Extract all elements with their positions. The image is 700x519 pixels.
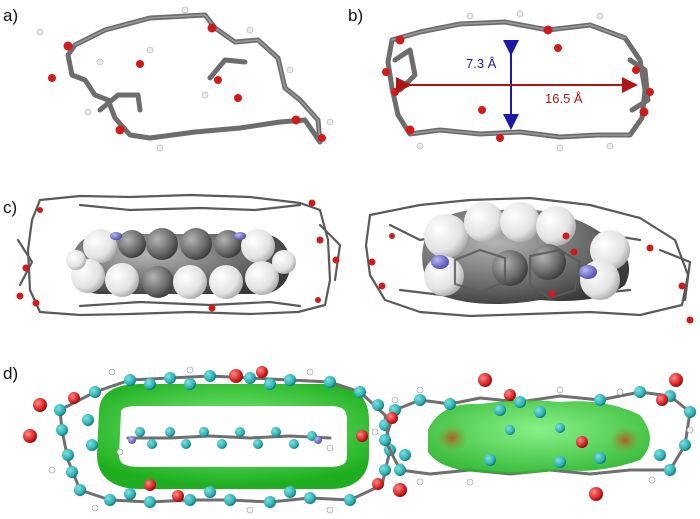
- nci-surface-ring: [97, 384, 369, 489]
- panel-a-open-macrocycle: [36, 6, 334, 152]
- nci-surface-blob: [428, 400, 650, 474]
- panel-b-closed-macrocycle: 7.3 Å 16.5 Å: [382, 10, 654, 152]
- panel-d-label: d): [3, 364, 18, 383]
- panel-d-right-carbons: [379, 386, 696, 476]
- panel-c-left-guest-spacefill: [66, 228, 296, 299]
- panel-c-left-complex: [16, 193, 342, 317]
- panel-c-left-oxygens: [16, 199, 340, 312]
- panel-b-hydrogens: [416, 10, 614, 152]
- panel-b-oxygens: [382, 25, 654, 142]
- panel-c-right-complex: [364, 196, 694, 324]
- panel-c-right-guest-spacefill: [422, 202, 630, 304]
- panel-c-right-oxygens: [368, 232, 694, 324]
- panel-d-left-complex: [23, 366, 404, 514]
- panel-d-left-guest: [128, 427, 322, 449]
- width-dimension-label: 16.5 Å: [545, 91, 583, 106]
- nci-hotspot-right: [609, 426, 641, 454]
- panel-a-label: a): [3, 6, 18, 25]
- panel-d-right-hydrogens: [371, 386, 694, 486]
- panel-a-oxygens: [48, 23, 326, 142]
- panel-b-label: b): [348, 6, 363, 25]
- panel-d-left-frame-carbons: [54, 370, 396, 508]
- nci-hotspot-left: [436, 424, 468, 452]
- panel-c-label: c): [3, 198, 17, 217]
- height-dimension-label: 7.3 Å: [466, 56, 497, 71]
- panel-d-right-complex: [371, 373, 696, 501]
- panel-d-left-oxygens: [23, 366, 384, 502]
- panel-a-hydrogens: [36, 6, 334, 152]
- panel-d-right-oxygens: [386, 373, 683, 501]
